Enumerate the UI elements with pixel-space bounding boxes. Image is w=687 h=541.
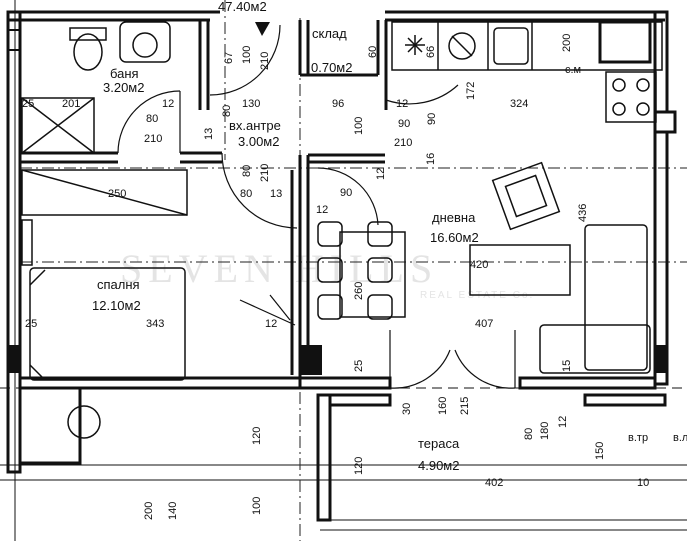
- dimension-label: 215: [459, 397, 471, 415]
- dimension-label: 407: [475, 318, 493, 330]
- entry-area: 3.00м2: [238, 134, 279, 149]
- vl-label: в.л: [673, 432, 687, 444]
- dimension-label: 90: [340, 187, 352, 199]
- door-swings: [117, 24, 516, 389]
- terrace-name: тераса: [418, 436, 460, 451]
- dimension-label: 12: [396, 98, 408, 110]
- dimension-label: 210: [144, 133, 162, 145]
- dimension-label: 120: [353, 457, 365, 475]
- dimension-label: 200: [143, 502, 155, 520]
- bath-fixtures: [21, 21, 171, 154]
- sm-label: с.м: [565, 64, 581, 76]
- dimension-label: 16: [425, 153, 437, 165]
- storage-name: склад: [312, 26, 347, 41]
- dimension-label: 210: [259, 164, 271, 182]
- dimension-label: 80: [146, 113, 158, 125]
- bedroom-area: 12.10м2: [92, 298, 141, 313]
- north-marker: [255, 22, 270, 36]
- dimension-label: 160: [437, 397, 449, 415]
- dimension-label: 13: [203, 128, 215, 140]
- dimension-label: 200: [561, 34, 573, 52]
- dimension-labels-horizontal: 25 201 12 80 210 130 96 12 90 210 324 80…: [22, 98, 649, 489]
- dimension-label: 180: [539, 422, 551, 440]
- bath-name: баня: [110, 66, 139, 81]
- dimension-label: 12: [265, 318, 277, 330]
- dimension-label: 420: [470, 259, 488, 271]
- dimension-label: 402: [485, 477, 503, 489]
- living-area: 16.60м2: [430, 230, 479, 245]
- dimension-label: 120: [251, 427, 263, 445]
- dimension-label: 10: [637, 477, 649, 489]
- dimension-label: 324: [510, 98, 528, 110]
- dimension-label: 210: [259, 52, 271, 70]
- terrace-area: 4.90м2: [418, 458, 459, 473]
- dimension-label: 172: [465, 82, 477, 100]
- living-furniture: [317, 161, 651, 374]
- dimension-label: 25: [353, 360, 365, 372]
- dimension-label: 100: [251, 497, 263, 515]
- vtr-label: в.тр: [628, 432, 648, 444]
- dimension-label: 80: [523, 428, 535, 440]
- dimension-label: 201: [62, 98, 80, 110]
- dimension-label: 250: [108, 188, 126, 200]
- bedroom-furniture: [21, 169, 188, 439]
- axis-lines: [20, 0, 687, 541]
- dimension-label: 90: [426, 113, 438, 125]
- dimension-label: 12: [316, 204, 328, 216]
- walls: [6, 10, 669, 522]
- kitchen-fixtures: [391, 21, 663, 123]
- living-name: дневна: [432, 210, 476, 225]
- top-area-label: 47.40м2: [218, 0, 267, 14]
- dimension-label: 12: [375, 168, 387, 180]
- storage-area: 0.70м2: [311, 60, 352, 75]
- dimension-label: 80: [240, 188, 252, 200]
- dimension-label: 25: [22, 98, 34, 110]
- dimension-label: 12: [162, 98, 174, 110]
- dimension-label: 150: [594, 442, 606, 460]
- dimension-label: 100: [241, 46, 253, 64]
- dimension-labels-vertical: 67 100 210 60 66 200 13 80 100 90 172 16…: [143, 34, 606, 520]
- dimension-label: 30: [401, 403, 413, 415]
- dimension-label: 436: [577, 204, 589, 222]
- dimension-label: 140: [167, 502, 179, 520]
- dimension-label: 60: [367, 46, 379, 58]
- dimension-label: 15: [561, 360, 573, 372]
- dimension-label: 130: [242, 98, 260, 110]
- dimension-label: 90: [398, 118, 410, 130]
- dimension-label: 12: [557, 416, 569, 428]
- dimension-label: 66: [425, 46, 437, 58]
- bedroom-name: спалня: [97, 277, 140, 292]
- bath-area: 3.20м2: [103, 80, 144, 95]
- dimension-label: 13: [270, 188, 282, 200]
- dimension-label: 260: [353, 282, 365, 300]
- dimension-label: 80: [221, 105, 233, 117]
- dimension-label: 96: [332, 98, 344, 110]
- entry-name: вх.антре: [229, 118, 281, 133]
- dimension-label: 67: [223, 52, 235, 64]
- dimension-label: 80: [241, 165, 253, 177]
- dimension-label: 343: [146, 318, 164, 330]
- pillars: [7, 20, 677, 375]
- dimension-label: 210: [394, 137, 412, 149]
- dimension-label: 25: [25, 318, 37, 330]
- dimension-label: 100: [353, 117, 365, 135]
